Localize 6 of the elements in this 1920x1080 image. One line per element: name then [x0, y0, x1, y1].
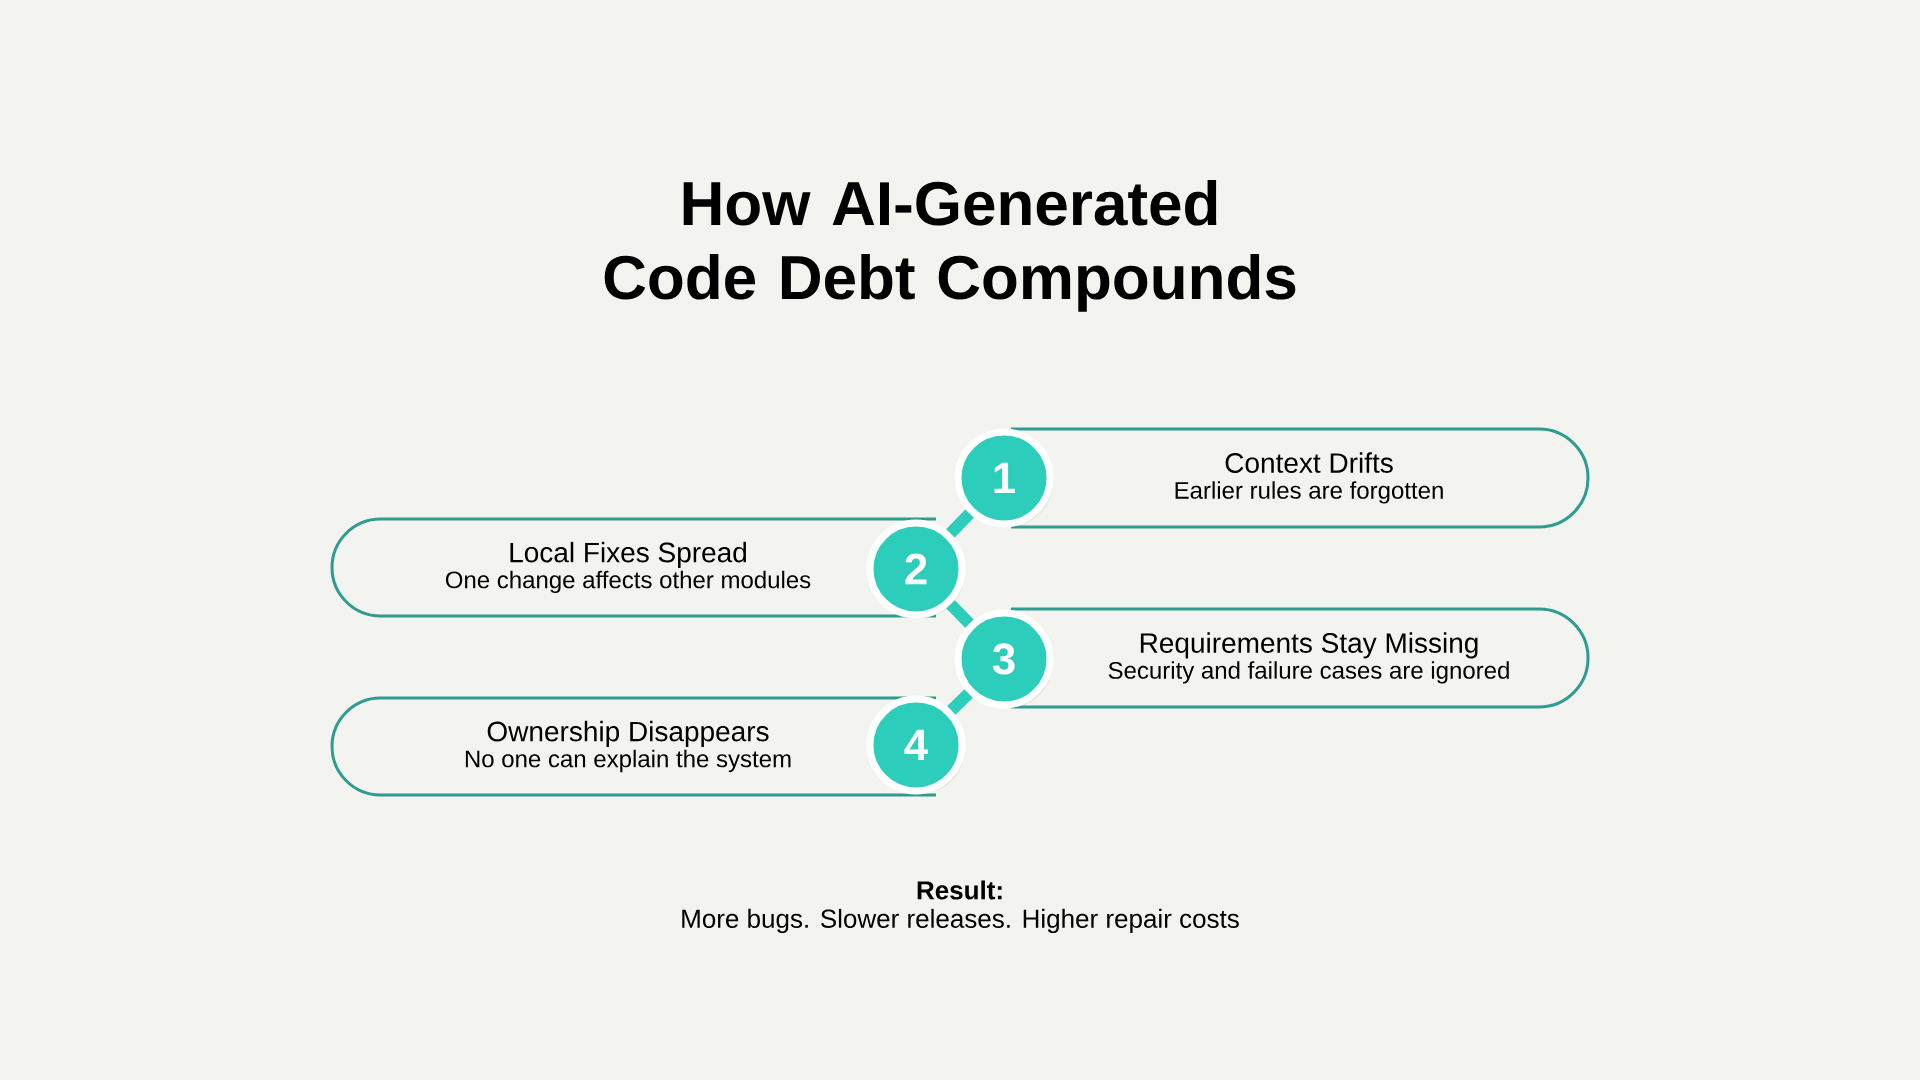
connector	[946, 509, 974, 538]
connector	[947, 689, 973, 715]
result-text: More bugs. Slower releases. Higher repair costs	[682, 908, 1239, 934]
connector	[946, 600, 974, 628]
title: How AI-Generated Code Debt Compounds	[604, 180, 1296, 312]
result-heading: Result:	[917, 880, 1002, 900]
